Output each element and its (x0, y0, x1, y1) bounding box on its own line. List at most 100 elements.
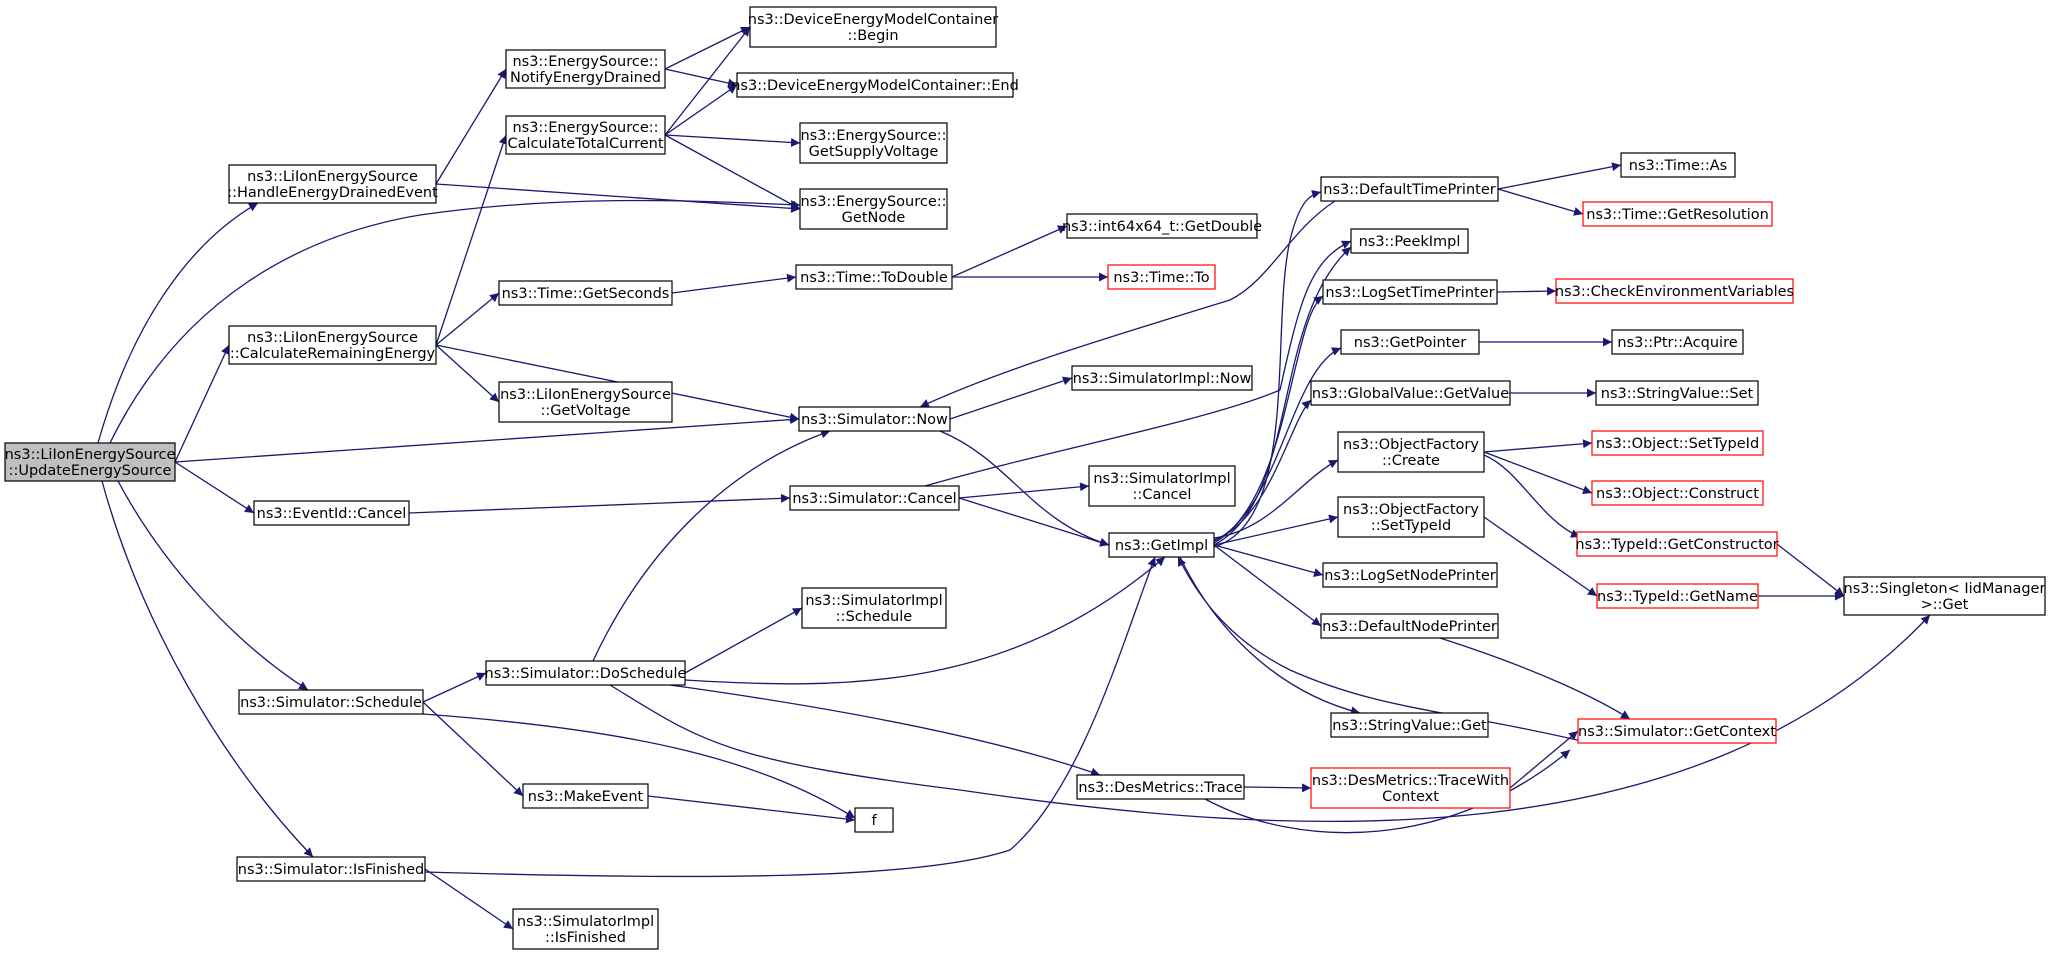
node-simimplcancel[interactable]: ns3::SimulatorImpl::Cancel (1088, 465, 1236, 507)
node-getimpl[interactable]: ns3::GetImpl (1108, 532, 1215, 558)
node-box (1843, 576, 2046, 616)
node-box (4, 442, 176, 482)
node-ofcreate[interactable]: ns3::ObjectFactory::Create (1337, 431, 1485, 473)
node-simimplfin[interactable]: ns3::SimulatorImpl::IsFinished (512, 908, 659, 950)
node-box (1582, 201, 1773, 227)
node-getnode[interactable]: ns3::EnergySource::GetNode (799, 188, 948, 230)
node-deftimeprinter[interactable]: ns3::DefaultTimePrinter (1320, 176, 1499, 202)
node-simimplnow[interactable]: ns3::SimulatorImpl::Now (1071, 365, 1253, 391)
node-simnow[interactable]: ns3::Simulator::Now (798, 406, 951, 432)
node-label: ns3::SimulatorImpl (1093, 471, 1230, 487)
node-getseconds[interactable]: ns3::Time::GetSeconds (498, 280, 673, 306)
node-checkenv[interactable]: ns3::CheckEnvironmentVariables (1555, 278, 1794, 304)
node-label: ns3::DesMetrics::Trace (1078, 780, 1242, 796)
node-label: ns3::DefaultNodePrinter (1322, 619, 1497, 635)
edge-update-to-evcancel (174, 461, 255, 514)
node-label: ::SetTypeId (1371, 518, 1451, 534)
node-box (1350, 228, 1469, 254)
node-label: NotifyEnergyDrained (510, 70, 661, 86)
node-box (512, 908, 659, 950)
node-logsetnode[interactable]: ns3::LogSetNodePrinter (1322, 562, 1498, 588)
edge-notify-to-dembegin (664, 26, 751, 70)
node-update[interactable]: ns3::LiIonEnergySource::UpdateEnergySour… (4, 442, 176, 482)
node-getname[interactable]: ns3::TypeId::GetName (1596, 583, 1759, 609)
node-f[interactable]: f (854, 807, 894, 833)
node-label: ns3::Ptr::Acquire (1617, 335, 1737, 351)
node-getdouble[interactable]: ns3::int64x64_t::GetDouble (1062, 213, 1262, 239)
edge-calcrem-to-calctotal (435, 134, 508, 346)
edge-simcancel-to-peekimpl (924, 240, 1352, 487)
edge-getseconds-to-todouble (671, 273, 797, 294)
node-handle[interactable]: ns3::LiIonEnergySource::HandleEnergyDrai… (227, 164, 438, 204)
node-singleton[interactable]: ns3::Singleton< IidManager >::Get (1843, 576, 2046, 616)
node-doschedule[interactable]: ns3::Simulator::DoSchedule (485, 660, 687, 686)
node-label: ns3::StringValue::Set (1601, 386, 1754, 402)
node-calcrem[interactable]: ns3::LiIonEnergySource::CalculateRemaini… (228, 325, 437, 365)
node-label: ns3::LiIonEnergySource (5, 447, 176, 463)
edge-getimpl-to-getpointer (1213, 347, 1342, 542)
node-label: ns3::DeviceEnergyModelContainer::End (731, 78, 1019, 94)
node-label: ns3::EnergySource:: (512, 54, 658, 70)
edge-update-to-simnow (174, 415, 800, 463)
node-getres[interactable]: ns3::Time::GetResolution (1582, 201, 1773, 227)
node-svget[interactable]: ns3::StringValue::Get (1330, 712, 1489, 738)
node-getvoltage[interactable]: ns3::LiIonEnergySource::GetVoltage (498, 381, 673, 423)
node-getcontext[interactable]: ns3::Simulator::GetContext (1577, 718, 1777, 744)
node-timeas[interactable]: ns3::Time::As (1620, 152, 1736, 178)
edge-defnodeprinter-to-getcontext (1439, 637, 1631, 720)
node-isfinished[interactable]: ns3::Simulator::IsFinished (236, 856, 426, 882)
node-peekimpl[interactable]: ns3::PeekImpl (1350, 228, 1469, 254)
node-ofsettype[interactable]: ns3::ObjectFactory::SetTypeId (1337, 496, 1485, 538)
node-label: Context (1382, 789, 1439, 805)
node-label: ns3::Simulator::DoSchedule (485, 666, 687, 682)
node-label: ns3::Time::To (1113, 270, 1209, 286)
node-svset[interactable]: ns3::StringValue::Set (1595, 380, 1759, 406)
node-evcancel[interactable]: ns3::EventId::Cancel (253, 500, 410, 526)
node-objsettype[interactable]: ns3::Object::SetTypeId (1591, 430, 1764, 456)
node-objconstruct[interactable]: ns3::Object::Construct (1591, 480, 1764, 506)
node-destrace[interactable]: ns3::DesMetrics::Trace (1076, 774, 1245, 800)
edge-calctotal-to-dembegin (664, 26, 751, 136)
node-label: CalculateTotalCurrent (507, 136, 663, 152)
edge-ofcreate-to-objconstruct (1483, 451, 1593, 495)
edge-update-to-handle (97, 202, 259, 444)
node-label: ns3::int64x64_t::GetDouble (1062, 219, 1262, 235)
node-demend[interactable]: ns3::DeviceEnergyModelContainer::End (731, 72, 1019, 98)
node-getpointer[interactable]: ns3::GetPointer (1340, 329, 1480, 355)
node-getsupply[interactable]: ns3::EnergySource::GetSupplyVoltage (799, 122, 948, 164)
edge-destrace-to-tracewith (1243, 783, 1312, 793)
edge-simnow-to-simimplnow (949, 376, 1073, 420)
node-notify[interactable]: ns3::EnergySource::NotifyEnergyDrained (505, 49, 666, 89)
node-box (1088, 465, 1236, 507)
node-box (1108, 532, 1215, 558)
edge-simcancel-to-getimpl (958, 497, 1110, 547)
node-box (789, 485, 960, 511)
node-dembegin[interactable]: ns3::DeviceEnergyModelContainer::Begin (748, 6, 999, 48)
node-label: ns3::EventId::Cancel (257, 506, 407, 522)
node-calctotal[interactable]: ns3::EnergySource::CalculateTotalCurrent (505, 115, 666, 155)
edge-update-to-getnode (109, 199, 801, 444)
node-label: ns3::LogSetTimePrinter (1325, 285, 1494, 301)
node-label: ns3::DefaultTimePrinter (1323, 182, 1495, 198)
node-label: ns3::Simulator::Now (801, 412, 948, 428)
node-box (1577, 718, 1777, 744)
node-box (1337, 496, 1485, 538)
node-simcancel[interactable]: ns3::Simulator::Cancel (789, 485, 960, 511)
node-ptracquire[interactable]: ns3::Ptr::Acquire (1611, 329, 1744, 355)
node-logsettime[interactable]: ns3::LogSetTimePrinter (1322, 279, 1498, 305)
edge-isfinished-to-simimplfin (424, 868, 514, 930)
node-box (498, 280, 673, 306)
node-timeto[interactable]: ns3::Time::To (1107, 264, 1216, 290)
node-getconstructor[interactable]: ns3::TypeId::GetConstructor (1575, 531, 1779, 557)
node-simimplsched[interactable]: ns3::SimulatorImpl::Schedule (801, 587, 947, 629)
node-makeevent[interactable]: ns3::MakeEvent (522, 783, 649, 809)
node-todouble[interactable]: ns3::Time::ToDouble (795, 264, 953, 290)
edge-isfinished-to-getimpl (424, 556, 1157, 878)
edge-ofcreate-to-getconstructor (1483, 454, 1581, 538)
node-simsched[interactable]: ns3::Simulator::Schedule (238, 689, 424, 715)
node-label: ns3::DesMetrics::TraceWith (1312, 773, 1509, 789)
node-defnodeprinter[interactable]: ns3::DefaultNodePrinter (1320, 613, 1499, 639)
node-gvgetvalue[interactable]: ns3::GlobalValue::GetValue (1310, 380, 1511, 406)
